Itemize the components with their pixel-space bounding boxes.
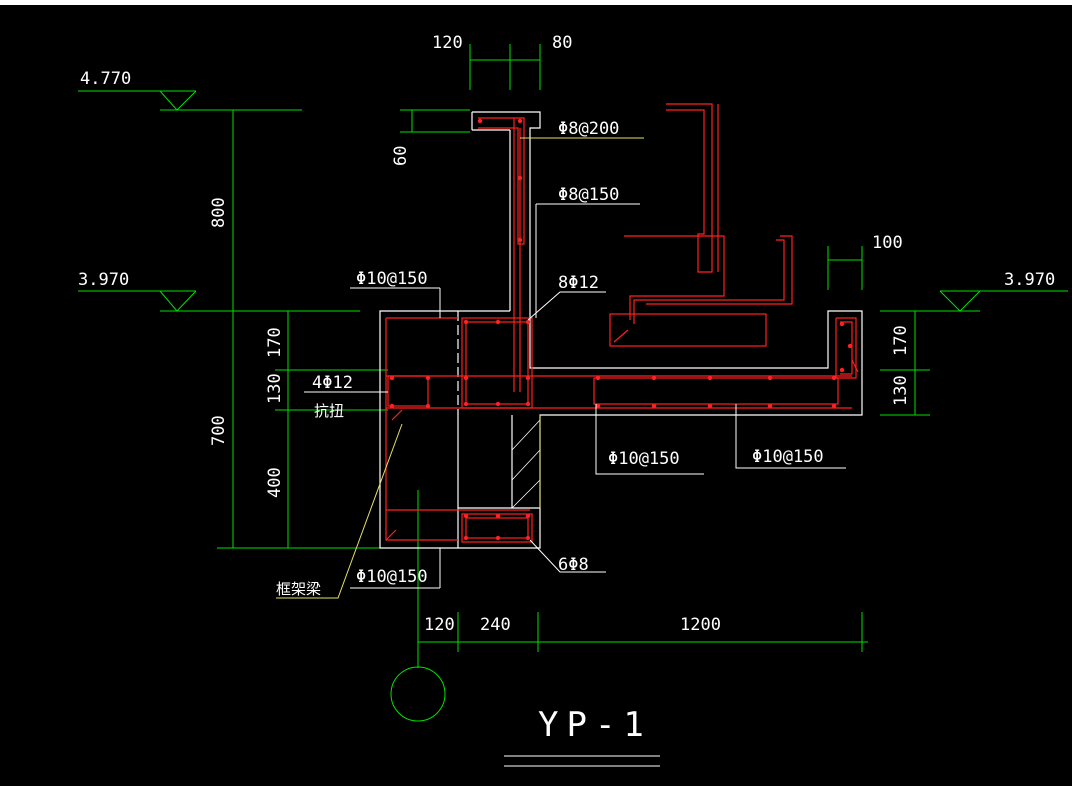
- dim-lip-height: 60: [391, 146, 411, 166]
- drawing-title: YP-1: [538, 705, 652, 745]
- dim-parapet-width-b: 80: [552, 33, 572, 53]
- dim-edge-width: 100: [872, 233, 903, 253]
- dim-beam-lower: 400: [265, 467, 285, 498]
- elevation-right: 3.970: [1004, 270, 1055, 290]
- label-rebar-torsion-name: 抗扭: [314, 402, 344, 420]
- label-rebar-parapet-top: Φ8@200: [558, 119, 619, 139]
- rebar-dots: [389, 118, 853, 541]
- dim-bottom-b: 240: [480, 615, 511, 635]
- title-underline: [504, 755, 660, 767]
- elevation-left: 3.970: [78, 270, 129, 290]
- elevation-top: 4.770: [80, 69, 131, 89]
- dim-slab-upper: 170: [265, 327, 285, 358]
- concrete-outline: [379, 111, 863, 549]
- dim-parapet-height: 800: [209, 197, 229, 228]
- rebar-layer: [385, 103, 859, 543]
- leader-lines: [276, 137, 846, 599]
- cad-background: [0, 5, 1072, 786]
- masonry-hatch: [511, 419, 541, 509]
- label-rebar-beam-stirrup-bottom: Φ10@150: [356, 567, 428, 587]
- label-rebar-beam-stirrup-top: Φ10@150: [356, 269, 428, 289]
- dimension-layer: [78, 44, 1068, 722]
- dim-right-upper: 170: [891, 325, 911, 356]
- label-rebar-slab-bottom: Φ10@150: [608, 449, 680, 469]
- label-rebar-torsion-count: 4Φ12: [312, 373, 353, 393]
- dim-right-lower: 130: [891, 375, 911, 406]
- label-rebar-bottom-bars: 6Φ8: [558, 555, 589, 575]
- label-rebar-parapet-vertical: Φ8@150: [558, 185, 619, 205]
- dim-beam-depth: 700: [209, 415, 229, 446]
- dim-bottom-a: 120: [424, 615, 455, 635]
- dim-slab-mid: 130: [265, 373, 285, 404]
- dim-parapet-width-a: 120: [432, 33, 463, 53]
- dim-bottom-c: 1200: [680, 615, 721, 635]
- label-frame-beam: 框架梁: [276, 580, 321, 598]
- label-rebar-slab-right: Φ10@150: [752, 447, 824, 467]
- label-rebar-corner-bars: 8Φ12: [558, 273, 599, 293]
